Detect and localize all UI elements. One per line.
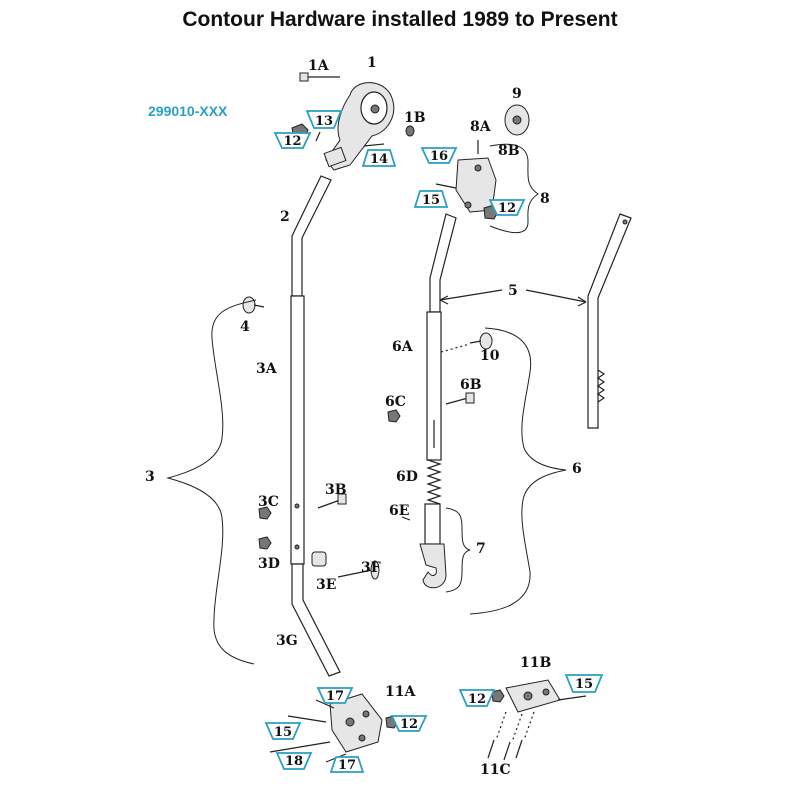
label-6B: 6B [460, 377, 482, 393]
label-3G: 3G [276, 633, 298, 649]
part-5-pointers [439, 289, 587, 307]
callout-12-top: 12 [273, 132, 312, 149]
part-6E-pin [401, 516, 411, 521]
part-6-upper-tube [429, 213, 457, 313]
part-15-bolt-right [557, 695, 587, 701]
diagram-title: Contour Hardware installed 1989 to Prese… [182, 8, 618, 31]
callout-15-right-text: 15 [575, 677, 593, 692]
brace-7 [445, 507, 471, 593]
label-3A: 3A [256, 361, 278, 377]
callout-17-top-text: 17 [326, 689, 344, 704]
callout-15-right: 15 [564, 674, 604, 693]
brace-3 [166, 299, 257, 665]
callout-12-right: 12 [458, 689, 496, 707]
callout-17-bottom-text: 17 [338, 758, 356, 773]
callout-12-bracket-text: 12 [498, 201, 516, 216]
part-3C-nut [258, 506, 272, 520]
callout-15-bracket-text: 15 [422, 193, 440, 208]
part-2-upper-tube [291, 175, 332, 297]
part-7-hook [419, 503, 447, 589]
label-8B: 8B [498, 143, 520, 159]
label-1A: 1A [308, 58, 330, 74]
callout-12-left: 12 [390, 715, 428, 732]
callout-16-text: 16 [430, 149, 448, 164]
callout-16: 16 [420, 147, 458, 164]
label-8A: 8A [470, 119, 492, 135]
label-3C: 3C [258, 494, 279, 510]
label-9: 9 [512, 86, 522, 102]
part-3F-bolt [337, 560, 380, 580]
part-1B-nut [405, 125, 415, 137]
callout-12-right-text: 12 [468, 692, 486, 707]
callout-13: 13 [305, 110, 343, 129]
callout-17-bottom: 17 [329, 756, 365, 773]
part-10-button [440, 332, 493, 353]
label-6: 6 [572, 461, 582, 477]
part-13-pin [315, 131, 321, 142]
label-2: 2 [280, 209, 290, 225]
part-6A-middle-tube [426, 311, 442, 461]
part-6D-spring [426, 459, 442, 505]
label-11A: 11A [385, 684, 416, 700]
part-number-label: 299010-XXX [148, 103, 228, 119]
part-9-knob [504, 104, 530, 136]
part-18-rivet [269, 741, 331, 753]
part-11C-screws [487, 711, 535, 761]
callout-14-text: 14 [370, 152, 388, 167]
label-3B: 3B [325, 482, 347, 498]
callout-18: 18 [275, 752, 313, 770]
callout-18-text: 18 [285, 754, 303, 769]
callout-15-bracket: 15 [413, 190, 449, 208]
part-3E-spacer [311, 551, 327, 567]
label-7: 7 [476, 541, 486, 557]
part-6C-nut [387, 409, 401, 423]
callout-12-left-text: 12 [400, 717, 418, 732]
part-17-screw-top [315, 699, 335, 709]
brace-8 [489, 143, 539, 234]
label-4: 4 [240, 319, 250, 335]
part-3D-nut [258, 536, 272, 550]
callout-12-bracket: 12 [488, 199, 526, 216]
label-8: 8 [540, 191, 550, 207]
part-3B-bolt [317, 493, 347, 509]
part-12-nut-right-bracket [491, 689, 505, 703]
part-8-bracket [455, 140, 497, 213]
part-15-bolt-bracket [435, 183, 457, 189]
callout-15-left: 15 [264, 722, 302, 740]
callout-17-top: 17 [316, 687, 354, 704]
brace-6 [469, 327, 567, 615]
part-15-bolt-left [287, 715, 327, 723]
label-5: 5 [508, 283, 518, 299]
label-6A: 6A [392, 339, 414, 355]
callout-15-left-text: 15 [274, 725, 292, 740]
part-4-button [242, 296, 265, 314]
callout-13-text: 13 [315, 114, 333, 129]
part-6B-bolt [445, 392, 475, 405]
part-1-hinge [323, 82, 395, 171]
part-5-rod [587, 213, 632, 429]
label-1: 1 [367, 55, 377, 71]
part-3A-middle-tube [290, 295, 305, 565]
callout-12-top-text: 12 [283, 134, 301, 149]
label-6D: 6D [396, 469, 418, 485]
label-10: 10 [480, 348, 500, 364]
part-1A-bolt [299, 72, 340, 82]
label-3F: 3F [361, 560, 381, 576]
part-11A-bracket [329, 693, 383, 753]
part-14-screw [363, 143, 385, 147]
callout-14: 14 [361, 149, 397, 167]
label-11B: 11B [520, 655, 551, 671]
part-3G-lower-tube [291, 563, 341, 677]
label-11C: 11C [480, 762, 511, 778]
label-3D: 3D [258, 556, 280, 572]
label-1B: 1B [404, 110, 426, 126]
label-3E: 3E [316, 577, 336, 593]
part-11B-bracket [505, 679, 561, 713]
label-6C: 6C [385, 394, 406, 410]
label-3: 3 [145, 469, 155, 485]
label-6E: 6E [389, 503, 409, 519]
